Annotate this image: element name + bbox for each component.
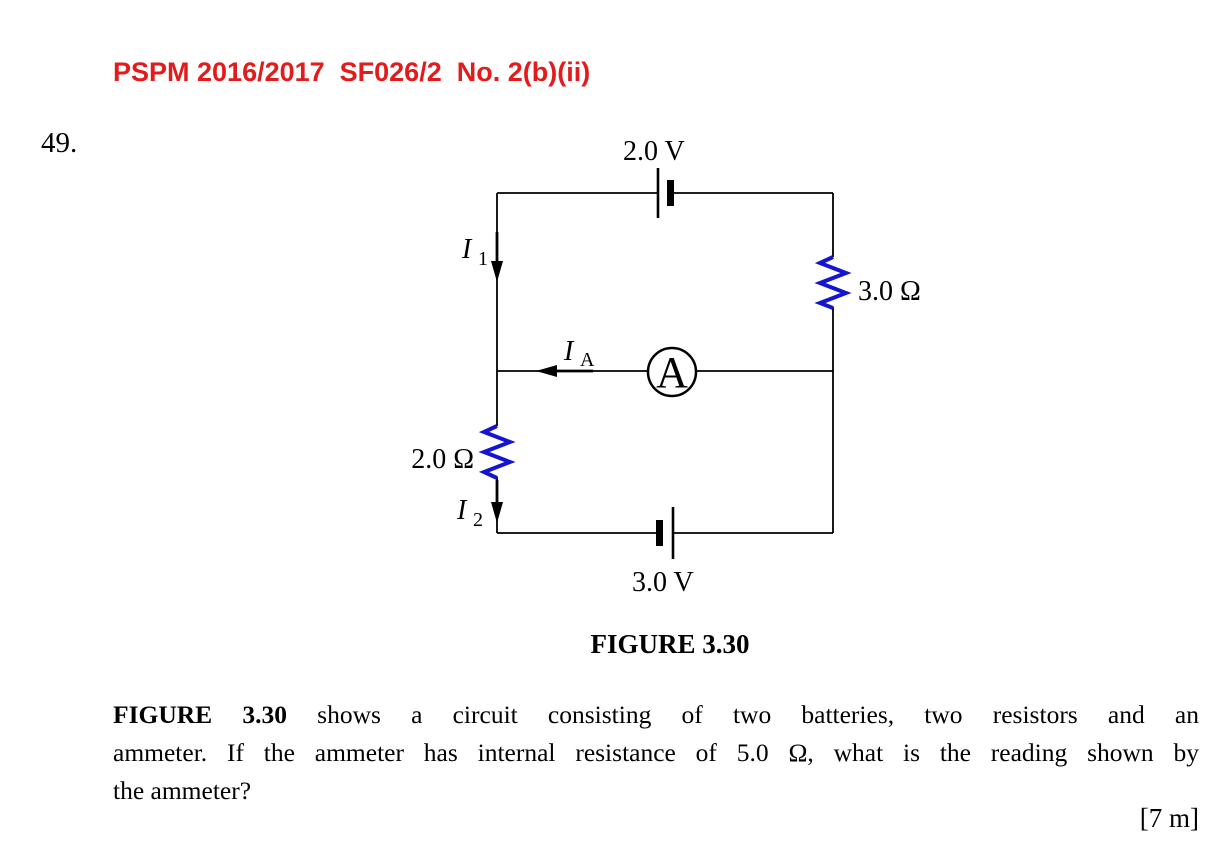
current-arrow-i2-icon	[491, 480, 503, 523]
current-i2-subscript: 2	[473, 509, 483, 531]
resistor-left-icon	[478, 424, 516, 480]
ammeter-letter: A	[656, 348, 688, 397]
resistor-right-icon	[814, 255, 852, 310]
current-ia-subscript: A	[580, 349, 595, 371]
arrow-head-down-icon	[491, 502, 503, 523]
question-line-3: the ammeter?	[113, 776, 252, 805]
battery-top-label: 2.0 V	[623, 136, 685, 167]
current-i1-symbol: I	[461, 234, 473, 265]
current-arrow-i1-icon	[491, 232, 503, 282]
question-line-1-rest: shows a circuit consisting of two batter…	[317, 700, 1199, 729]
battery-top-icon	[656, 168, 674, 218]
battery-bottom-label: 3.0 V	[632, 567, 694, 598]
arrow-head-down-icon	[491, 261, 503, 282]
question-number: 49.	[41, 127, 78, 159]
question-figure-ref: FIGURE 3.30	[113, 700, 287, 729]
ammeter-icon: A	[646, 346, 698, 398]
battery-bottom-icon	[656, 507, 675, 559]
question-text: FIGURE 3.30 shows a circuit consisting o…	[113, 696, 1199, 810]
battery-top-short-plate	[667, 180, 674, 206]
battery-bottom-short-plate	[656, 520, 663, 546]
current-i2-symbol: I	[456, 495, 468, 526]
current-arrow-ia-icon	[536, 365, 593, 377]
resistor-left-label: 2.0 Ω	[411, 444, 474, 475]
current-ia-symbol: I	[563, 336, 575, 367]
question-line-2: ammeter. If the ammeter has internal res…	[113, 738, 1199, 767]
circuit-diagram: 2.0 V 3.0 V 3.0 Ω 2.0 Ω A I	[411, 136, 921, 598]
marks-label: [7 m]	[1139, 803, 1199, 833]
figure-caption: FIGURE 3.30	[590, 629, 750, 659]
ammeter-circle	[646, 346, 698, 398]
exam-reference-title: PSPM 2016/2017 SF026/2 No. 2(b)(ii)	[113, 57, 591, 87]
current-i1-subscript: 1	[478, 248, 488, 270]
question-line-1: FIGURE 3.30 shows a circuit consisting o…	[113, 696, 1199, 734]
resistor-right-label: 3.0 Ω	[858, 276, 921, 307]
circuit-figure: 2.0 V 3.0 V 3.0 Ω 2.0 Ω A I	[390, 128, 950, 606]
arrow-head-left-icon	[536, 365, 557, 377]
